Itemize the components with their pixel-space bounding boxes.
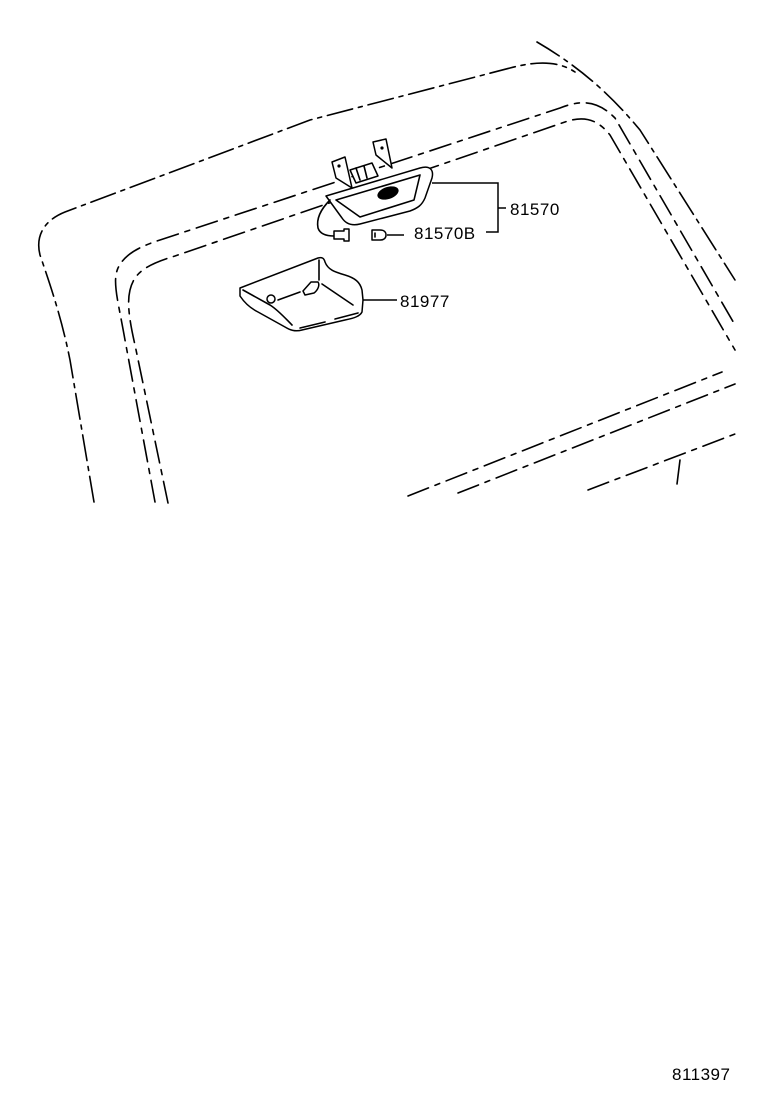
lower-body-lines <box>407 371 736 497</box>
part-label-81570b[interactable]: 81570B <box>414 224 476 243</box>
leader-lines <box>363 182 506 301</box>
window-outline-outer <box>114 102 736 503</box>
stop-lamp-assembly[interactable] <box>316 138 434 242</box>
figure-number: 811397 <box>672 1065 730 1084</box>
lamp-cover[interactable] <box>239 256 364 332</box>
bulb[interactable] <box>371 229 404 241</box>
window-outline-inner <box>127 118 736 504</box>
part-label-81570[interactable]: 81570 <box>510 200 560 219</box>
part-label-81977[interactable]: 81977 <box>400 292 450 311</box>
body-outline <box>38 41 736 503</box>
